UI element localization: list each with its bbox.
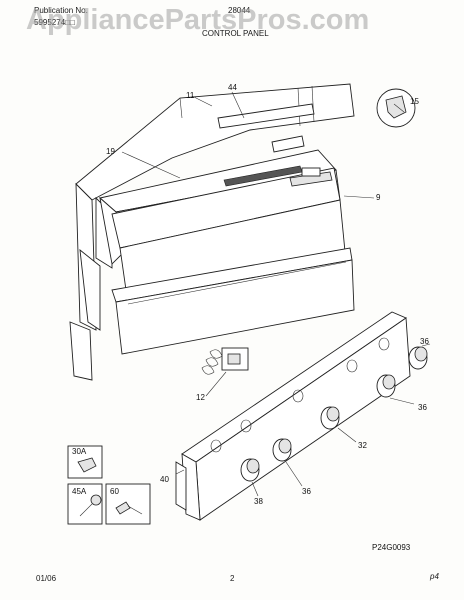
publication-number: 5995274□□: [34, 18, 75, 27]
callout-15: 15: [410, 97, 419, 106]
overlay-part-9: [111, 167, 355, 355]
callout-9: 9: [376, 193, 381, 202]
callout-36-center: 36: [302, 487, 311, 496]
model-number: 28044: [228, 6, 251, 15]
legend-box-45a: 45A: [67, 483, 103, 525]
callout-19: 19: [106, 147, 115, 156]
legend-box-60: 60: [105, 483, 151, 525]
leader-lines: [121, 91, 431, 497]
footer-date: 01/06: [36, 574, 57, 583]
control-backing-plate: [175, 311, 411, 521]
diagram-code: P24G0093: [372, 543, 411, 552]
footer-page-number: 2: [230, 574, 235, 583]
legend-box-30a: 30A: [67, 445, 103, 479]
watermark: AppliancePartsPros.com: [26, 4, 370, 36]
legend-label-45a: 45A: [72, 487, 87, 496]
callout-11: 11: [186, 91, 195, 100]
legend-label-30a: 30A: [72, 447, 87, 456]
knob-5: [408, 346, 428, 370]
knob-set: [240, 346, 428, 482]
footer-mark: p4: [430, 572, 439, 581]
publication-label: Publication No.: [34, 6, 88, 15]
knob-1: [240, 458, 260, 482]
knob-2: [272, 438, 292, 462]
thermostat-part-12: [201, 347, 249, 375]
callout-36-right-top: 36: [420, 337, 429, 346]
knob-3: [320, 406, 340, 430]
callout-40: 40: [160, 475, 169, 484]
display-window-part-44: [217, 103, 315, 187]
callout-36-right-bottom: 36: [418, 403, 427, 412]
callout-44: 44: [228, 83, 237, 92]
knob-4: [376, 374, 396, 398]
callout-12: 12: [196, 393, 205, 402]
callout-32: 32: [358, 441, 367, 450]
legend-label-60: 60: [110, 487, 119, 496]
callout-38: 38: [254, 497, 263, 506]
detail-bracket-part-15: [376, 88, 416, 128]
section-title: CONTROL PANEL: [202, 29, 269, 38]
